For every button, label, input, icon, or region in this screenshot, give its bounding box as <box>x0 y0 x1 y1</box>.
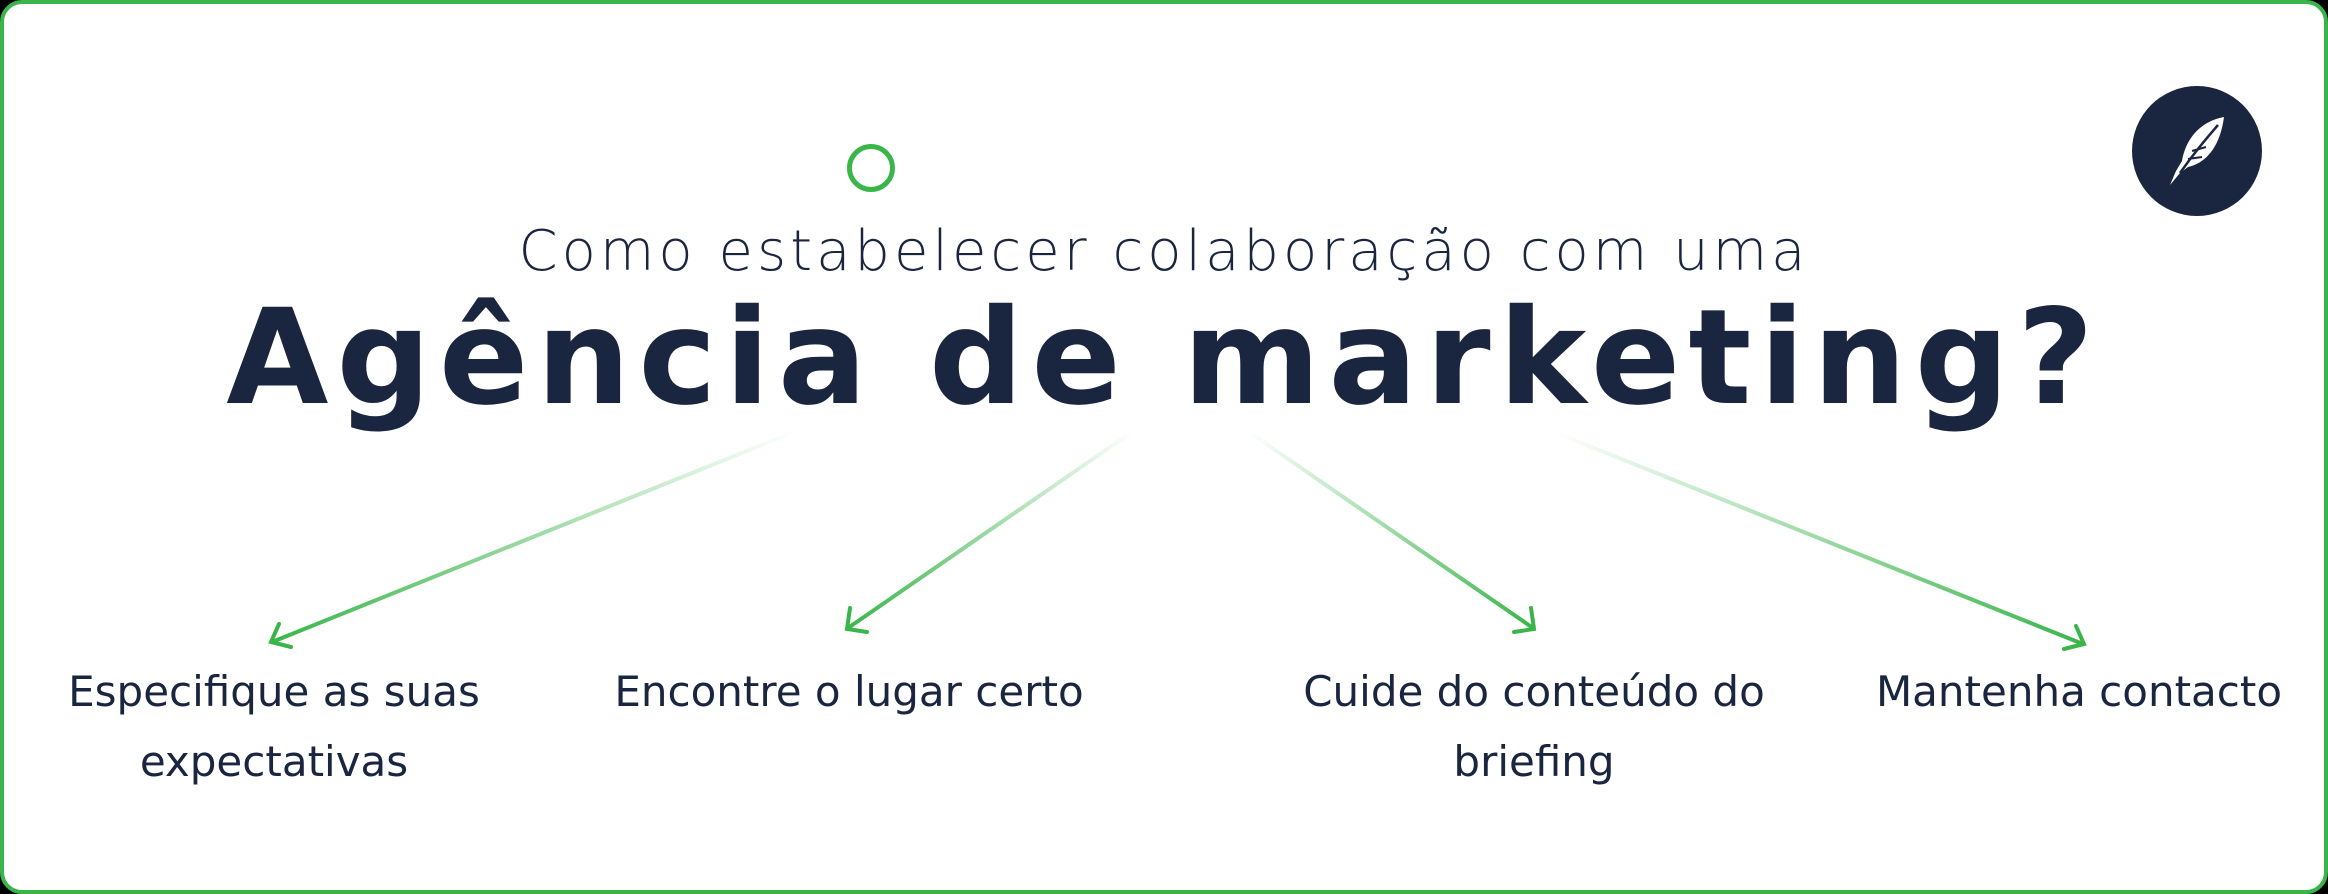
logo-badge <box>2132 86 2262 216</box>
page-title: Agência de marketing? <box>226 281 2102 435</box>
ring-decoration <box>847 144 895 192</box>
arrows-layer <box>268 430 2087 651</box>
step-label-2: Encontre o lugar certo <box>614 667 1084 716</box>
feather-quill-icon <box>2170 117 2224 185</box>
arrow-2 <box>844 430 1134 634</box>
subtitle: Como estabelecer colaboração com uma <box>518 219 1810 284</box>
step-label-4: Mantenha contacto <box>1875 667 2283 716</box>
step-label-1: Especifique as suas expectativas <box>68 667 480 786</box>
arrow-3 <box>1247 430 1537 634</box>
step-label-3: Cuide do conteúdo do briefing <box>1303 667 1765 786</box>
arrow-1 <box>268 430 796 649</box>
arrow-4 <box>1552 430 2087 651</box>
